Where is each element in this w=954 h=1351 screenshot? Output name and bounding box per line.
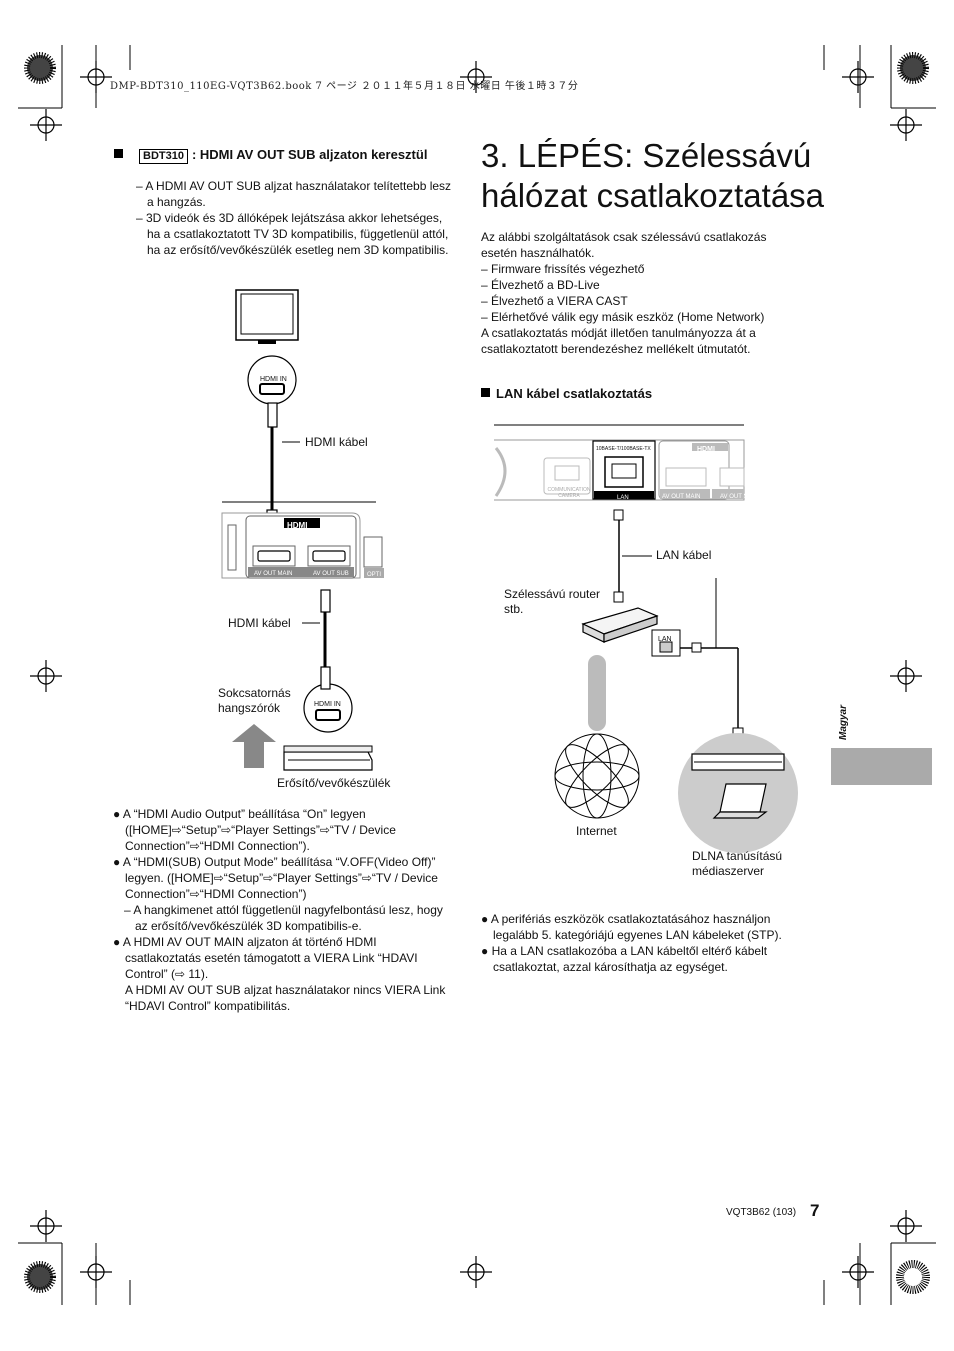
router-lan-label: LAN bbox=[658, 636, 672, 643]
intro-text: Az alábbi szolgáltatások csak szélessávú… bbox=[481, 230, 767, 260]
lan-heading: LAN kábel csatlakoztatás bbox=[481, 386, 652, 402]
internet-label: Internet bbox=[576, 824, 617, 838]
square-bullet-icon bbox=[114, 149, 123, 158]
av-out-main-right: AV OUT MAIN bbox=[662, 494, 701, 500]
viera-link-note: A HDMI AV OUT SUB aljzat használatakor n… bbox=[125, 983, 446, 1013]
model-badge: BDT310 bbox=[139, 149, 188, 164]
bullet-viera-link: ● A HDMI AV OUT MAIN aljzaton át történő… bbox=[113, 935, 418, 981]
hdmi-sub-notes: – A HDMI AV OUT SUB aljzat használatakor… bbox=[135, 178, 455, 258]
square-bullet-icon bbox=[481, 388, 490, 397]
router-label: Szélessávú router stb. bbox=[504, 587, 601, 616]
language-tab bbox=[831, 748, 932, 785]
hdmi-cable-label-1: HDMI kábel bbox=[305, 435, 368, 449]
hdmi-logo-left: HDMI bbox=[287, 521, 308, 530]
language-label: Magyar bbox=[838, 704, 849, 740]
bullet-hdmi-sub-mode: ● A “HDMI(SUB) Output Mode” beállítása “… bbox=[113, 855, 438, 901]
hdmi-logo-right: HDMI bbox=[697, 446, 715, 453]
right-bullets: ● A perifériás eszközök csatlakoztatásáh… bbox=[481, 911, 811, 975]
service-1: – Firmware frissítés végezhető bbox=[481, 262, 645, 276]
dlna-label: DLNA tanúsítású médiaszerver bbox=[692, 849, 783, 878]
lan-connection-diagram bbox=[494, 424, 798, 853]
port-10base-label: 10BASE-T/100BASE-TX bbox=[596, 446, 651, 452]
lan-port-label: LAN bbox=[617, 495, 629, 501]
bullet-stp-cable: ● A perifériás eszközök csatlakoztatásáh… bbox=[481, 912, 782, 942]
manual-note: A csatlakoztatás módját illetően tanulmá… bbox=[481, 326, 756, 356]
bullet-hdmi-audio-output: ● A “HDMI Audio Output” beállítása “On” … bbox=[113, 807, 396, 853]
service-3: – Élvezhető a VIERA CAST bbox=[481, 294, 628, 308]
page-number: 7 bbox=[810, 1201, 820, 1220]
amp-hdmi-in-label: HDMI IN bbox=[314, 701, 341, 708]
note-dash-2: – 3D videók és 3D állóképek lejátszása a… bbox=[136, 211, 449, 257]
bullet-wrong-cable: ● Ha a LAN csatlakozóba a LAN kábeltől e… bbox=[481, 944, 768, 974]
service-4: – Elérhetővé válik egy másik eszköz (Hom… bbox=[481, 310, 765, 324]
tv-icon bbox=[235, 289, 299, 344]
left-bullets: ● A “HDMI Audio Output” beállítása “On” … bbox=[113, 806, 455, 1014]
note-dash-1: – A HDMI AV OUT SUB aljzat használatakor… bbox=[136, 179, 452, 209]
hdmi-cable-label-2: HDMI kábel bbox=[228, 616, 291, 630]
hdmi-sub-heading: BDT310: HDMI AV OUT SUB aljzaton kereszt… bbox=[114, 147, 444, 164]
service-2: – Élvezhető a BD-Live bbox=[481, 278, 600, 292]
lan-heading-text: LAN kábel csatlakoztatás bbox=[496, 386, 653, 401]
av-out-sub-label: AV OUT SUB bbox=[313, 571, 349, 577]
hdmi-sub-heading-text: : HDMI AV OUT SUB aljzaton keresztül bbox=[191, 147, 428, 162]
av-out-sub-right: AV OUT S bbox=[720, 494, 748, 500]
footer-code: VQT3B62 (103) bbox=[726, 1207, 797, 1218]
amplifier-label: Erősítő/vevőkészülék bbox=[277, 776, 391, 790]
sub-dash-hires-note: – A hangkimenet attól függetlenül nagyfe… bbox=[124, 903, 443, 933]
page-title: 3. LÉPÉS: Szélessávú hálózat csatlakozta… bbox=[481, 137, 825, 214]
comm-camera-label: COMMUNICATION CAMERA bbox=[547, 487, 591, 499]
file-header: DMP-BDT310_110EG-VQT3B62.book 7 ページ ２０１１… bbox=[110, 81, 579, 92]
surround-speakers-label: Sokcsatornás hangszórók bbox=[218, 686, 291, 715]
intro-block: Az alábbi szolgáltatások csak szélessávú… bbox=[481, 229, 801, 357]
tv-hdmi-in-label: HDMI IN bbox=[260, 376, 287, 383]
av-out-main-label: AV OUT MAIN bbox=[254, 571, 293, 577]
optical-label: OPTI bbox=[367, 572, 382, 578]
lan-cable-label: LAN kábel bbox=[656, 548, 712, 562]
hdmi-connection-diagram bbox=[221, 289, 384, 771]
